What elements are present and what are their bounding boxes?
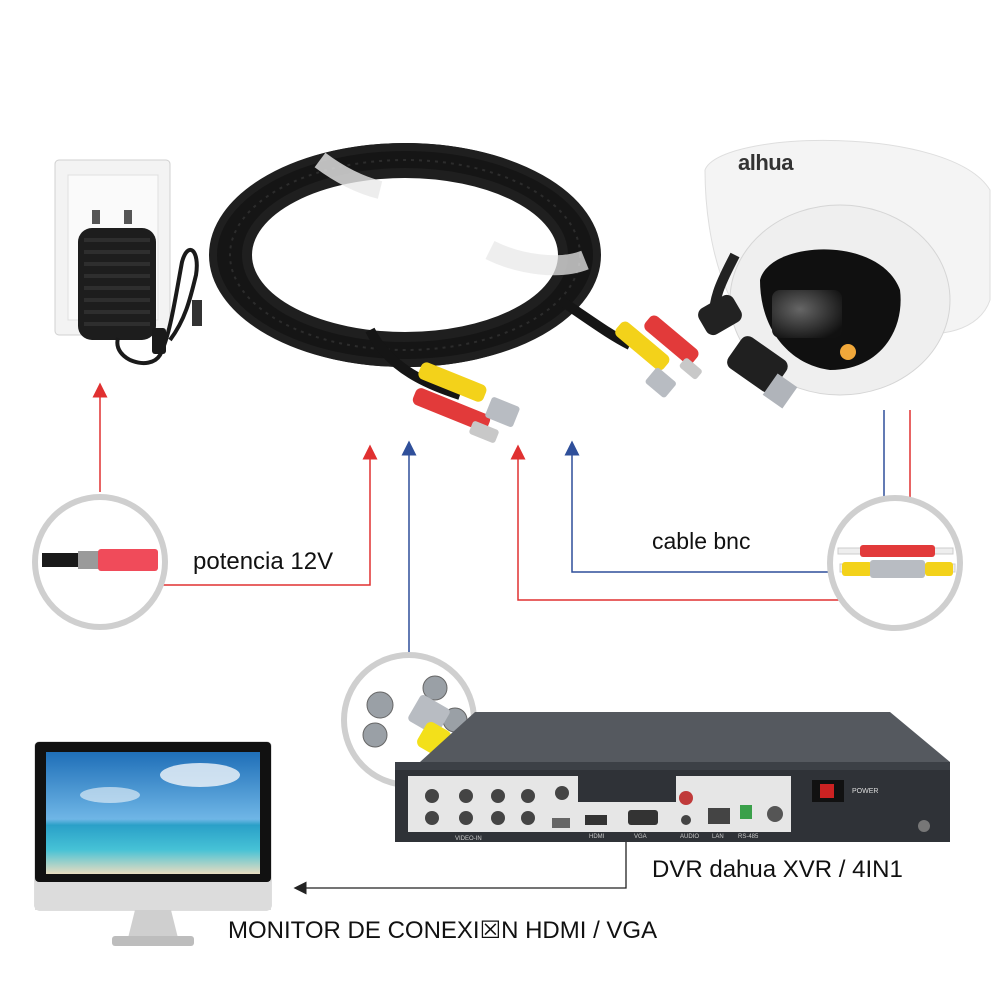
dvr-power-label: POWER xyxy=(852,788,878,795)
power-to-cable-arrow xyxy=(160,444,378,586)
bnc-cable-label: cable bnc xyxy=(652,528,751,554)
power-plug-zoom xyxy=(32,494,168,630)
camera-brand-logo: alhua xyxy=(738,150,794,175)
monitor-icon xyxy=(34,741,272,946)
bnc-joint-zoom xyxy=(827,495,963,631)
dvr-label: DVR dahua XVR / 4IN1 xyxy=(652,856,903,883)
dvr-video-in-label: VIDEO-IN xyxy=(455,836,482,842)
camera-video-arrow xyxy=(564,440,835,573)
dvr-to-monitor-arrow xyxy=(293,832,627,895)
dvr-recorder-icon xyxy=(395,712,950,842)
dvr-audio-label: AUDIO xyxy=(680,834,699,840)
dvr-hdmi-label: HDMI xyxy=(589,834,605,840)
coiled-cable-icon xyxy=(209,143,702,443)
monitor-label: MONITOR DE CONEXI☒N HDMI / VGA xyxy=(228,917,658,944)
camera-power-arrow xyxy=(510,444,840,601)
dvr-lan-label: LAN xyxy=(712,834,724,840)
dvr-rs485-label: RS-485 xyxy=(738,834,759,840)
power-label: potencia 12V xyxy=(193,548,334,575)
dvr-vga-label: VGA xyxy=(634,834,647,840)
power-adapter-icon xyxy=(54,159,202,365)
dome-camera-icon xyxy=(698,139,991,409)
